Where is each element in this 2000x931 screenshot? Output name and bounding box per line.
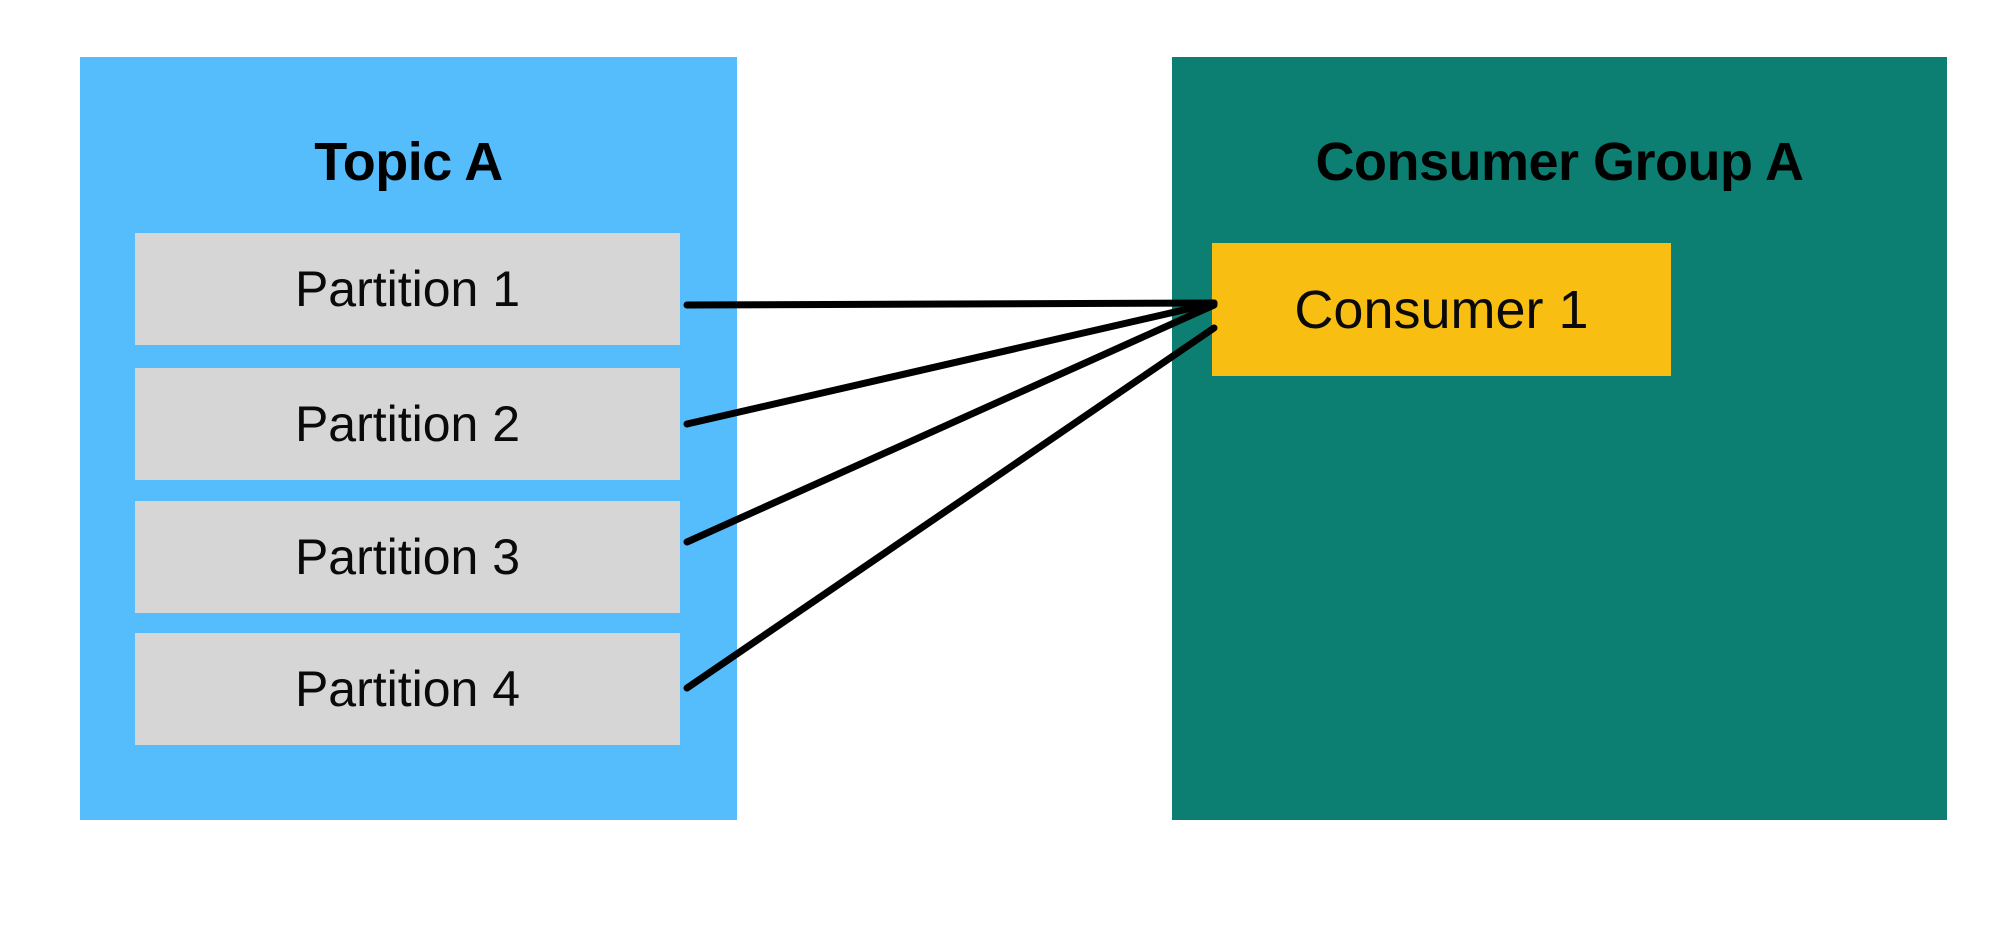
consumer-group-panel: Consumer Group A Consumer 1: [1172, 57, 1947, 820]
partition-box[interactable]: Partition 3: [135, 501, 680, 613]
connector-partition-3-to-consumer-1: [683, 301, 1218, 546]
partition-box[interactable]: Partition 1: [135, 233, 680, 345]
topic-panel-title: Topic A: [314, 132, 503, 192]
connector-partition-4-to-consumer-1: [683, 324, 1218, 692]
partition-box[interactable]: Partition 2: [135, 368, 680, 480]
partition-label: Partition 4: [294, 661, 521, 717]
partition-label: Partition 2: [294, 396, 521, 452]
consumer-label: Consumer 1: [1294, 279, 1589, 340]
connector-partition-1-to-consumer-1: [683, 299, 1218, 309]
partition-label: Partition 1: [294, 261, 521, 317]
consumer-box[interactable]: Consumer 1: [1212, 243, 1671, 376]
connector-partition-2-to-consumer-1: [683, 299, 1218, 428]
topic-panel: Topic A Partition 1 Partition 2 Partitio…: [80, 57, 737, 820]
partition-label: Partition 3: [294, 529, 521, 585]
consumer-group-panel-title: Consumer Group A: [1315, 132, 1804, 192]
partition-box[interactable]: Partition 4: [135, 633, 680, 745]
